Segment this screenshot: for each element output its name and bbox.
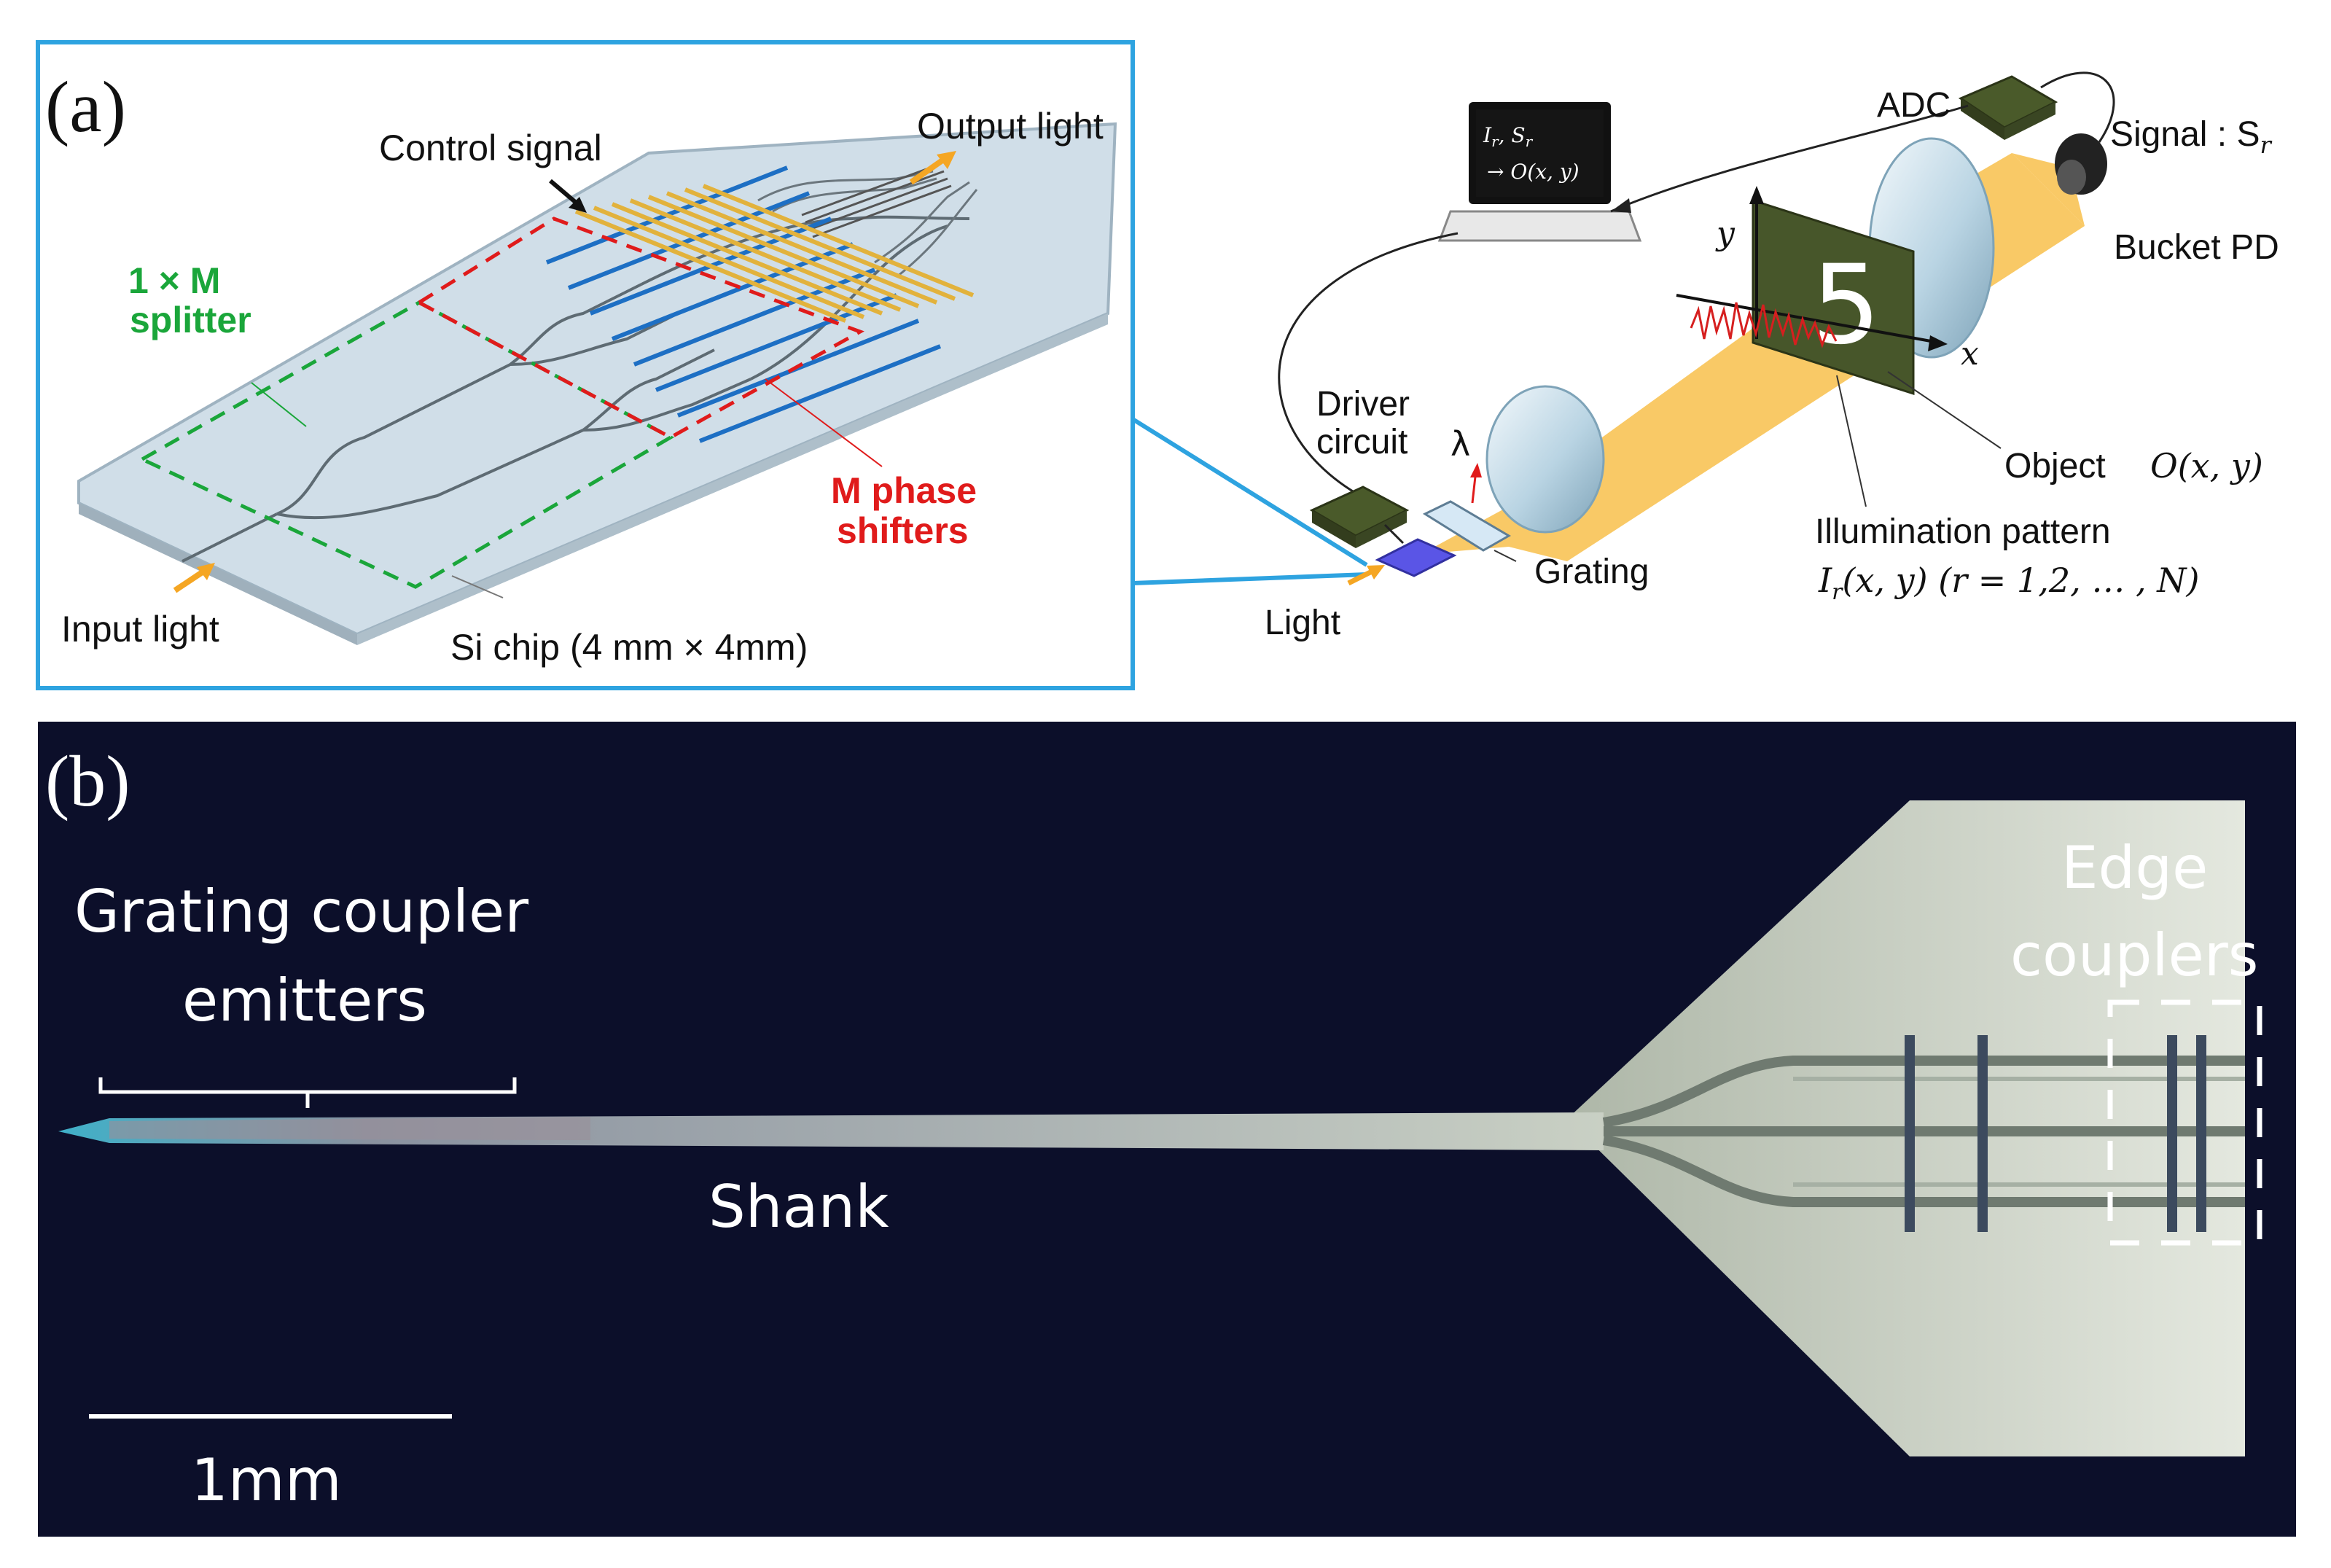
splitter-leader <box>251 382 307 427</box>
zoom-connector-bottom <box>1132 572 1367 585</box>
splitter-region-box <box>138 300 675 589</box>
illumination-leader <box>1836 375 1867 507</box>
zoom-connector-top <box>1131 417 1368 567</box>
emitter-region <box>109 1117 590 1140</box>
x-axis-label: x <box>1961 335 1979 373</box>
phase-shifter-region-box <box>415 217 864 440</box>
chip-markers <box>1905 1035 2206 1232</box>
grating-emitters-line1: Grating coupler <box>74 878 528 945</box>
object-leader <box>1887 371 2002 449</box>
panel-a-label: (a) <box>45 66 126 147</box>
driver-circuit-label-line1: Driver <box>1316 385 1410 424</box>
grating-emitters-line2: emitters <box>182 967 427 1034</box>
phase-label-line2: shifters <box>837 510 969 551</box>
object-label: Object <box>2004 447 2106 485</box>
panel-b-label: (b) <box>45 741 130 822</box>
shank-label: Shank <box>708 1173 889 1241</box>
si-chip-illustration <box>77 122 1117 645</box>
object-function-label: O(x, y) <box>2150 446 2263 485</box>
signal-label: Signal : Sr <box>2110 115 2272 159</box>
optical-setup: Ir, Sr → O(x, y) 5 <box>1278 71 2115 586</box>
driver-circuit-label-line2: circuit <box>1316 423 1407 461</box>
splitter-label-line2: splitter <box>130 300 251 340</box>
lambda-label: λ <box>1450 424 1470 464</box>
edge-coupler-box <box>2107 999 2262 1246</box>
adc-label: ADC <box>1877 86 1951 125</box>
edge-couplers-line1: Edge <box>2061 834 2208 902</box>
phase-label-line1: M phase <box>831 470 977 511</box>
object-digit: 5 <box>1811 242 1881 369</box>
output-fan <box>801 163 952 238</box>
chip-inset-frame <box>36 40 1135 690</box>
panel-b: (b) Grating coupler emitters Shank Edge … <box>38 722 2296 1537</box>
phase-leader <box>765 378 883 467</box>
splitter-label-line1: 1 × M <box>128 260 220 301</box>
projection-lens <box>1485 385 1605 534</box>
laptop-text-line2: → O(x, y) <box>1487 160 1580 184</box>
splitter-waveguides <box>181 215 970 563</box>
input-light-label: Input light <box>61 609 219 650</box>
bucket-pd-label: Bucket PD <box>2114 228 2279 267</box>
illumination-math: Ir(x, y) (r = 1,2, … , N) <box>1818 561 2199 605</box>
grating-block <box>1422 500 1511 552</box>
light-label: Light <box>1265 604 1340 642</box>
control-arrow <box>549 179 581 208</box>
scale-bar-label: 1mm <box>191 1446 342 1514</box>
control-electrodes <box>574 184 975 323</box>
illumination-pattern-wave <box>1690 302 1838 348</box>
cable-adc-laptop <box>1610 104 1969 213</box>
illumination-title: Illumination pattern <box>1815 512 2111 551</box>
grating-leader <box>1494 550 1517 562</box>
laptop <box>1437 102 1642 242</box>
chip-waveguides <box>1602 1056 2245 1207</box>
si-chip-label: Si chip (4 mm × 4mm) <box>450 627 808 668</box>
x-axis <box>1676 294 1940 344</box>
cable-pd-adc <box>2040 71 2115 143</box>
control-signal-label: Control signal <box>379 128 602 168</box>
output-light-label: Output light <box>917 106 1104 147</box>
cable-laptop-driver <box>1278 232 1459 504</box>
panel-a: (a) <box>36 40 2279 690</box>
y-axis-label: y <box>1715 215 1735 252</box>
emitter-bracket <box>98 1077 517 1108</box>
laptop-text-line1: Ir, Sr <box>1483 123 1534 150</box>
object-plate <box>1752 198 1915 396</box>
grating-label: Grating <box>1534 553 1649 591</box>
chip-leader <box>451 575 504 598</box>
opa-chip <box>1375 538 1457 577</box>
edge-couplers-line2: couplers <box>2010 921 2258 989</box>
